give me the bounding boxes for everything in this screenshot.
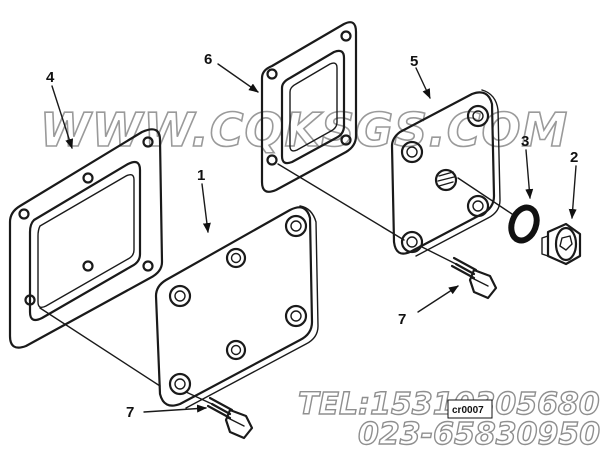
alignment-line-o-ring	[457, 177, 513, 215]
part-1-cover-plate	[154, 205, 319, 409]
part-3-o-ring	[508, 204, 540, 244]
part-7-bolt-lower	[206, 396, 254, 440]
part-2-plug	[541, 222, 582, 266]
leader-arrow-7-upper	[417, 285, 459, 313]
alignment-line-bolt-upper	[419, 245, 457, 265]
leader-arrow-2	[568, 165, 577, 219]
leader-arrow-4	[51, 85, 74, 149]
leader-arrow-7-lower	[143, 404, 207, 413]
part-7-bolt-upper	[450, 256, 498, 300]
leader-arrow-6	[217, 63, 259, 93]
leader-arrow-5	[415, 67, 431, 99]
reference-code-box	[447, 399, 493, 419]
callout-5: 5	[410, 53, 418, 70]
callout-1: 1	[197, 167, 205, 184]
leader-arrow-1	[201, 183, 211, 233]
callout-3: 3	[521, 133, 529, 150]
part-4-gasket	[8, 128, 164, 349]
part-5-threaded-plate	[390, 89, 501, 257]
alignment-line-small-gasket-to-plate	[277, 163, 405, 241]
contact-phone: 023-65830950	[358, 417, 600, 450]
callout-4: 4	[46, 69, 55, 86]
alignment-line-gasket-to-plate	[39, 307, 161, 387]
leader-arrow-3	[525, 149, 534, 199]
callout-7-lower: 7	[126, 404, 134, 421]
watermark-text: WWW.CQKSGS.COM	[40, 103, 568, 157]
alignment-line-bolt-lower	[185, 391, 213, 405]
callout-6: 6	[204, 51, 212, 68]
callout-2: 2	[570, 149, 578, 166]
part-6-small-gasket	[260, 21, 358, 193]
callout-7-upper: 7	[398, 311, 406, 328]
reference-code: cr0007	[452, 405, 484, 416]
